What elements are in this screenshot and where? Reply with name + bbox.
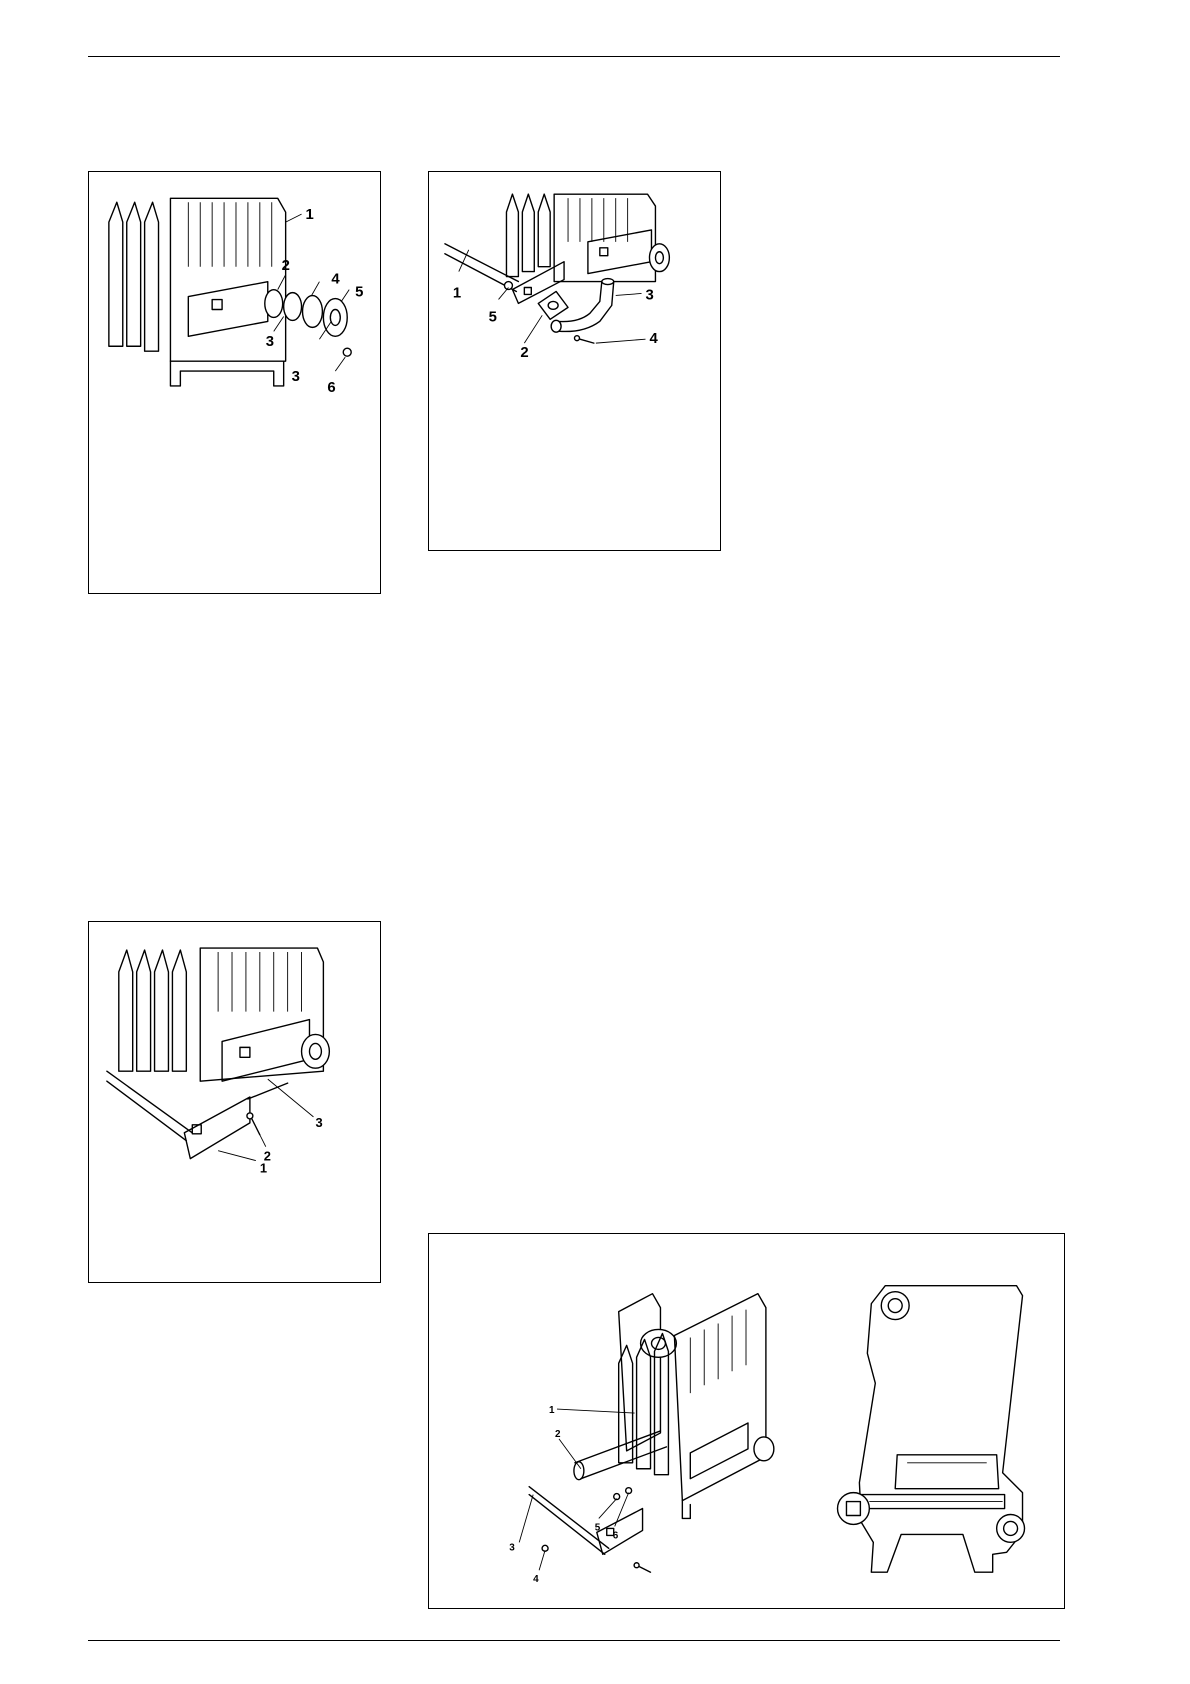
figure-a-panel: 1 2 3 3 4 5 6	[88, 171, 381, 594]
callout-4: 4	[649, 331, 658, 347]
callout-4: 4	[331, 272, 340, 288]
callout-3: 3	[646, 287, 654, 303]
figure-d-panel: 1 2 3 4 5 6	[428, 1233, 1065, 1609]
callout-6: 6	[327, 380, 335, 396]
callout-1: 1	[549, 1405, 555, 1416]
callout-3: 3	[315, 1115, 322, 1130]
callout-2: 2	[520, 345, 528, 361]
callout-1: 1	[306, 207, 314, 223]
callout-4: 4	[533, 1574, 539, 1585]
callout-3: 3	[509, 1542, 515, 1553]
figure-b-drawing: 1 5 2 3 4	[429, 172, 720, 550]
figure-c-drawing: 3 2 1	[89, 922, 380, 1282]
figure-d-drawing: 1 2 3 4 5 6	[429, 1234, 1064, 1608]
figure-c-panel: 3 2 1	[88, 921, 381, 1283]
callout-5: 5	[595, 1522, 601, 1533]
figure-b-panel: 1 5 2 3 4	[428, 171, 721, 551]
callout-3: 3	[266, 334, 274, 350]
callout-5: 5	[355, 285, 363, 301]
callout-5: 5	[489, 309, 497, 325]
callout-6: 6	[613, 1530, 619, 1541]
callout-2: 2	[282, 258, 290, 274]
callout-3b: 3	[292, 369, 300, 385]
callout-1: 1	[260, 1161, 267, 1176]
footer-rule	[88, 1640, 1060, 1641]
callout-1: 1	[453, 285, 461, 301]
figure-a-drawing: 1 2 3 3 4 5 6	[89, 172, 380, 593]
callout-2: 2	[555, 1429, 561, 1440]
header-rule	[88, 56, 1060, 57]
